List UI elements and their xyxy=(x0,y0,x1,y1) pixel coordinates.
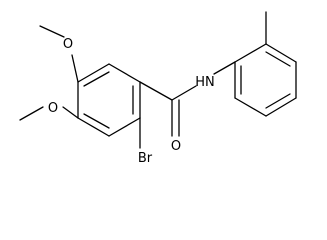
bond xyxy=(62,106,79,119)
bond xyxy=(171,85,197,101)
atom-label-br: Br xyxy=(138,151,153,166)
atom-labels: O O HN O Br xyxy=(48,37,215,166)
bond xyxy=(77,63,110,83)
bond xyxy=(83,71,110,87)
atom-label-o-upper: O xyxy=(63,37,73,52)
bond xyxy=(108,117,141,137)
bond xyxy=(265,97,297,117)
bond xyxy=(265,51,291,67)
bond xyxy=(234,43,267,63)
bond xyxy=(77,117,110,137)
bond xyxy=(234,97,267,117)
substituent-bonds xyxy=(19,25,236,149)
bond xyxy=(265,43,297,63)
structure-diagram: O O HN O Br xyxy=(19,11,297,166)
bond xyxy=(213,61,236,75)
bond xyxy=(139,81,173,101)
atom-label-nh: HN xyxy=(195,75,215,90)
bond xyxy=(71,54,79,83)
bond xyxy=(265,93,291,109)
right-ring xyxy=(234,11,297,117)
left-ring xyxy=(77,63,141,137)
atom-label-o-carbonyl: O xyxy=(171,139,181,154)
bond xyxy=(19,106,44,121)
bond xyxy=(83,113,110,129)
bond xyxy=(39,25,65,38)
bond xyxy=(108,63,141,83)
atom-label-o-lower: O xyxy=(48,101,58,116)
